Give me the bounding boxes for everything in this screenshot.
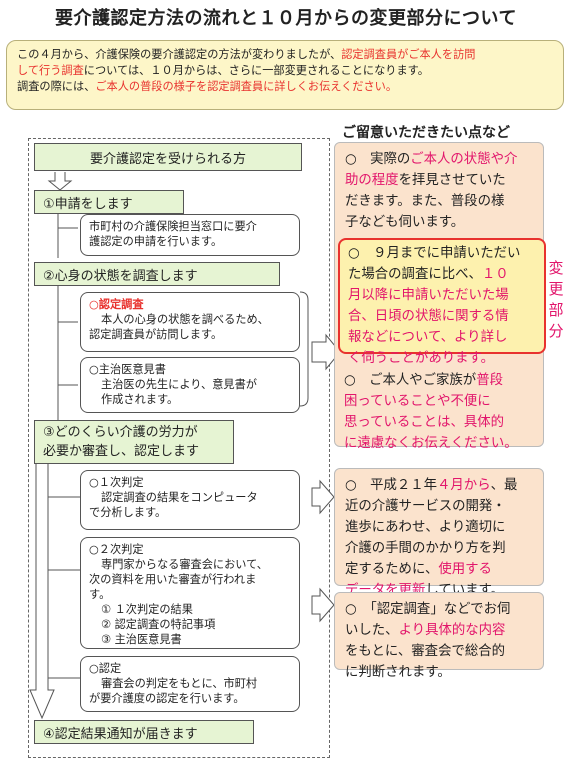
notes-caption: ご留意いただきたい点など [342,125,510,141]
note-2-part: 報などについて、より詳し [348,330,508,345]
step-1-detail-line: 護認定の申請を行います。 [89,235,223,248]
note-1-part: ご本人の状態や介 [410,152,518,167]
note-3: ○ ご本人やご家族が普段 困っていることや不便に 思っていることは、具体的 に遠… [344,370,542,454]
survey-line: 本人の心身の状態を調べるため、 [101,313,269,326]
note-3-part: ○ ご本人やご家族が [344,373,477,388]
note-2-part: ○ ９月までに申請いただい [348,246,521,261]
note-2-part: た場合の調査に比べ、 [348,267,482,282]
note-2-part: 月以降に申請いただいた場 [348,288,509,303]
certification-box: ○認定 審査会の判定をもとに、市町村 が要介護度の認定を行います。 [80,656,300,712]
note-5-part: ○ 「認定調査」などでお伺 [345,602,511,617]
note-5: ○ 「認定調査」などでお伺 いした、より具体的な内容 をもとに、審査会で総合的 … [334,592,544,680]
page-title: 要介護認定方法の流れと１０月からの変更部分について [55,8,517,29]
step-2: ②心身の状態を調査します [34,262,280,286]
note-1-part: を拝見させていた [398,173,506,188]
note-1-part: ○ 実際の [345,152,411,167]
note-4-part: 、最 [490,478,518,493]
note-4-part: 進歩にあわせ、より適切に [345,520,506,535]
note-4-part: ４月から [437,478,491,493]
note-1-part: だきます。また、普段の様 [345,194,505,209]
judgement-2-item: ③ 主治医意見書 [101,633,182,646]
doctor-line: 主治医の先生により、意見書が [101,378,257,391]
note-1-part: 助の程度 [345,173,399,188]
note-1: ○ 実際のご本人の状態や介 助の程度を拝見させていた だきます。また、普段の様 … [345,149,533,233]
notice-line1b: 認定調査員がご本人を訪問 [341,48,476,61]
judgement-2-line: 次の資料を用いた審査が行われま [89,573,257,586]
judgement-2-item: ② 認定調査の特記事項 [101,618,216,631]
judgement-1-line: 認定調査の結果をコンピュータ [101,491,258,504]
notice-line3b: ご本人の普段の様子を認定調査員に詳しくお伝えください。 [95,80,398,93]
note-2-part: 合、日頃の状態に関する情 [348,309,509,324]
note-5-part: に判断されます。 [345,665,451,680]
judgement-1-title: ○１次判定 [89,476,144,489]
judgement-2-line: す。 [89,588,111,601]
certification-line: 審査会の判定をもとに、市町村 [101,677,258,690]
note-3-part: に遠慮なくお伝えください。 [344,436,518,451]
notice-line3a: 調査の際には、 [17,80,96,93]
step-3-line: ③どのくらい介護の労力が [43,425,198,440]
doctor-title: ○主治医意見書 [89,363,166,376]
note-2-highlight: ○ ９月までに申請いただい た場合の調査に比べ、１０ 月以降に申請いただいた場 … [338,238,546,366]
judgement-2-line: 専門家からなる審査会において、 [101,558,268,571]
step-1-detail: 市町村の介護保険担当窓口に要介 護認定の申請を行います。 [80,214,300,256]
note-5-part: より具体的な内容 [398,623,506,638]
flow-header: 要介護認定を受けられる方 [34,143,302,171]
step-1: ①申請をします [34,190,184,214]
survey-title: ○認定調査 [89,298,144,311]
notice-box: この４月から、介護保険の要介護認定の方法が変わりましたが、認定調査員がご本人を訪… [6,40,564,110]
notice-line1a: この４月から、介護保険の要介護認定の方法が変わりましたが、 [17,48,342,61]
step-3-line: 必要か審査し、認定します [43,444,200,459]
survey-box: ○認定調査 本人の心身の状態を調べるため、 認定調査員が訪問します。 [80,292,300,352]
judgement-2-box: ○２次判定 専門家からなる審査会において、 次の資料を用いた審査が行われま す。… [80,537,300,649]
notice-line2b: については、１０月からは、さらに一部変更されることになります。 [83,64,429,77]
note-4: ○ 平成２１年４月から、最 近の介護サービスの開発・ 進歩にあわせ、より適切に … [334,468,544,598]
note-2-part: く伺うことがあります。 [348,351,494,366]
change-section-label: 変更部分 [548,259,564,340]
note-3-part: 具体的 [463,415,505,430]
judgement-2-item: ① １次判定の結果 [101,603,193,616]
step-4: ④認定結果通知が届きます [34,720,254,744]
note-5-part: をもとに、審査会で総合的 [345,644,506,659]
note-4-part: 近の介護サービスの開発・ [345,499,506,514]
certification-title: ○認定 [89,662,122,675]
note-4-part: 使用する [438,562,492,577]
doctor-box: ○主治医意見書 主治医の先生により、意見書が 作成されます。 [80,357,300,413]
note-4-part: ○ 平成２１年 [345,478,438,493]
judgement-1-line: で分析します。 [89,506,167,519]
step-3: ③どのくらい介護の労力が 必要か審査し、認定します [34,420,234,464]
judgement-1-box: ○１次判定 認定調査の結果をコンピュータ で分析します。 [80,470,300,530]
certification-line: が要介護度の認定を行います。 [89,692,245,705]
note-1-part: 子なども伺います。 [345,215,465,230]
survey-line: 認定調査員が訪問します。 [89,328,223,341]
note-3-part: 困っていることや不便に [344,394,491,409]
step-1-detail-line: 市町村の介護保険担当窓口に要介 [89,220,257,233]
note-5-part: いした、 [345,623,399,638]
note-2-part: １０ [481,267,509,282]
note-4-part: 定するために、 [345,562,439,577]
note-4-part: 介護の手間のかかり方を判 [345,541,506,556]
notice-line2a: して行う調査 [17,64,84,77]
flow-frame [28,138,330,758]
note-3-part: 思っていることは、 [344,415,464,430]
note-3-part: 普段 [476,373,503,388]
doctor-line: 作成されます。 [101,393,179,406]
judgement-2-title: ○２次判定 [89,543,144,556]
